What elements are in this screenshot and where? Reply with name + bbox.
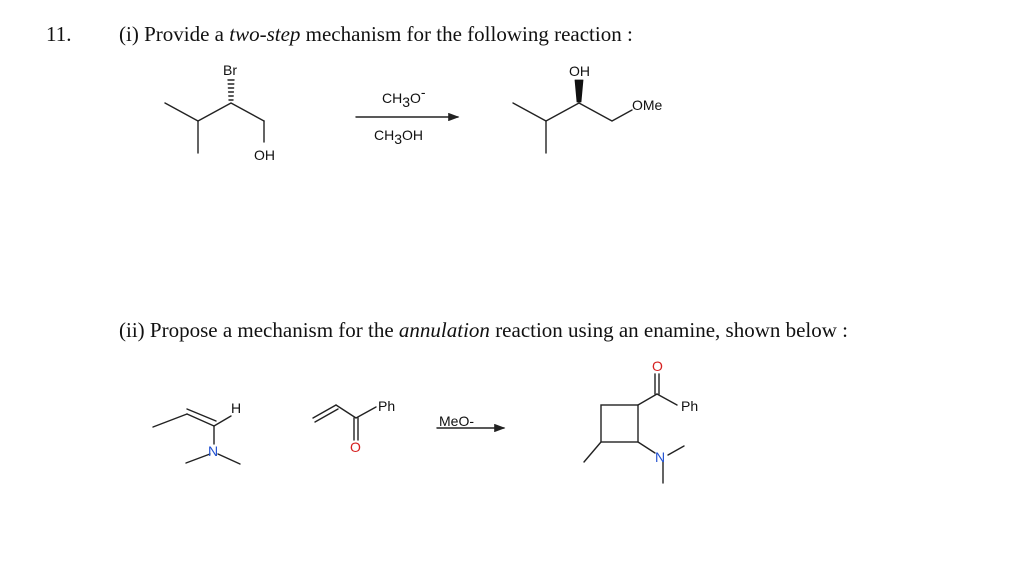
product2-cn-bond	[637, 441, 656, 454]
part-i-suffix: mechanism for the following reaction :	[300, 22, 633, 46]
part-ii-suffix: reaction using an enamine, shown below :	[489, 318, 849, 342]
product2-ck-bond	[637, 393, 658, 406]
reagent-bottom: CH3OH	[374, 127, 423, 147]
enone-o-label: O	[350, 439, 361, 455]
enamine: H N	[152, 400, 241, 465]
enamine-methyl-bond	[152, 413, 188, 428]
part-ii-emphasis: annulation	[398, 318, 490, 342]
phenyl-vinyl-ketone: Ph O	[312, 398, 395, 455]
part-i-emphasis: two-step	[229, 22, 301, 46]
reactant-oh-label: OH	[254, 147, 275, 163]
product2-n-label: N	[655, 449, 665, 465]
product2-cph-bond	[656, 393, 678, 406]
reaction2-arrow-group: MeO-	[436, 413, 506, 433]
enamine-double-bond-2	[186, 408, 217, 422]
product2-nme-bond-2	[667, 445, 685, 456]
product2-methyl-bond	[583, 441, 602, 463]
product-bold-wedge	[574, 79, 584, 103]
product-methoxy-alcohol: OH OMe	[512, 63, 663, 154]
product2-ph-label: Ph	[681, 398, 698, 414]
enone-chain-bond	[335, 404, 377, 419]
enone-vinyl-double-2	[314, 408, 339, 423]
enamine-nme-bond-2	[217, 453, 241, 465]
part-i-prompt: (i) Provide a two-step mechanism for the…	[119, 22, 633, 47]
reaction2-reagent: MeO-	[439, 413, 474, 429]
part-i-prefix: (i) Provide a	[119, 22, 230, 46]
enone-vinyl-double-1	[312, 404, 337, 419]
cyclobutane-ring	[600, 404, 639, 443]
product-chain-bond	[512, 102, 633, 122]
cyclobutane-product: O Ph N	[583, 358, 698, 484]
enamine-nme-bond-1	[185, 453, 211, 464]
enamine-double-bond-1	[186, 413, 215, 427]
reactant-hash-wedge	[227, 79, 235, 101]
enone-ph-label: Ph	[378, 398, 395, 414]
reaction1-arrow-group: CH3O- CH3OH	[355, 84, 460, 147]
reactant-bromohydrin: Br OH	[164, 62, 275, 163]
reagent-top: CH3O-	[382, 84, 426, 110]
enamine-h-bond	[213, 415, 232, 427]
product-ome-label: OMe	[632, 97, 663, 113]
reactant-br-label: Br	[223, 62, 237, 78]
enamine-n-label: N	[208, 443, 218, 459]
enamine-h-label: H	[231, 400, 241, 416]
reactant-chain-bond	[164, 102, 265, 122]
product-oh-label: OH	[569, 63, 590, 79]
part-ii-prompt: (ii) Propose a mechanism for the annulat…	[119, 318, 848, 343]
question-number: 11.	[46, 22, 72, 46]
product2-o-label: O	[652, 358, 663, 374]
part-ii-prefix: (ii) Propose a mechanism for the	[119, 318, 399, 342]
